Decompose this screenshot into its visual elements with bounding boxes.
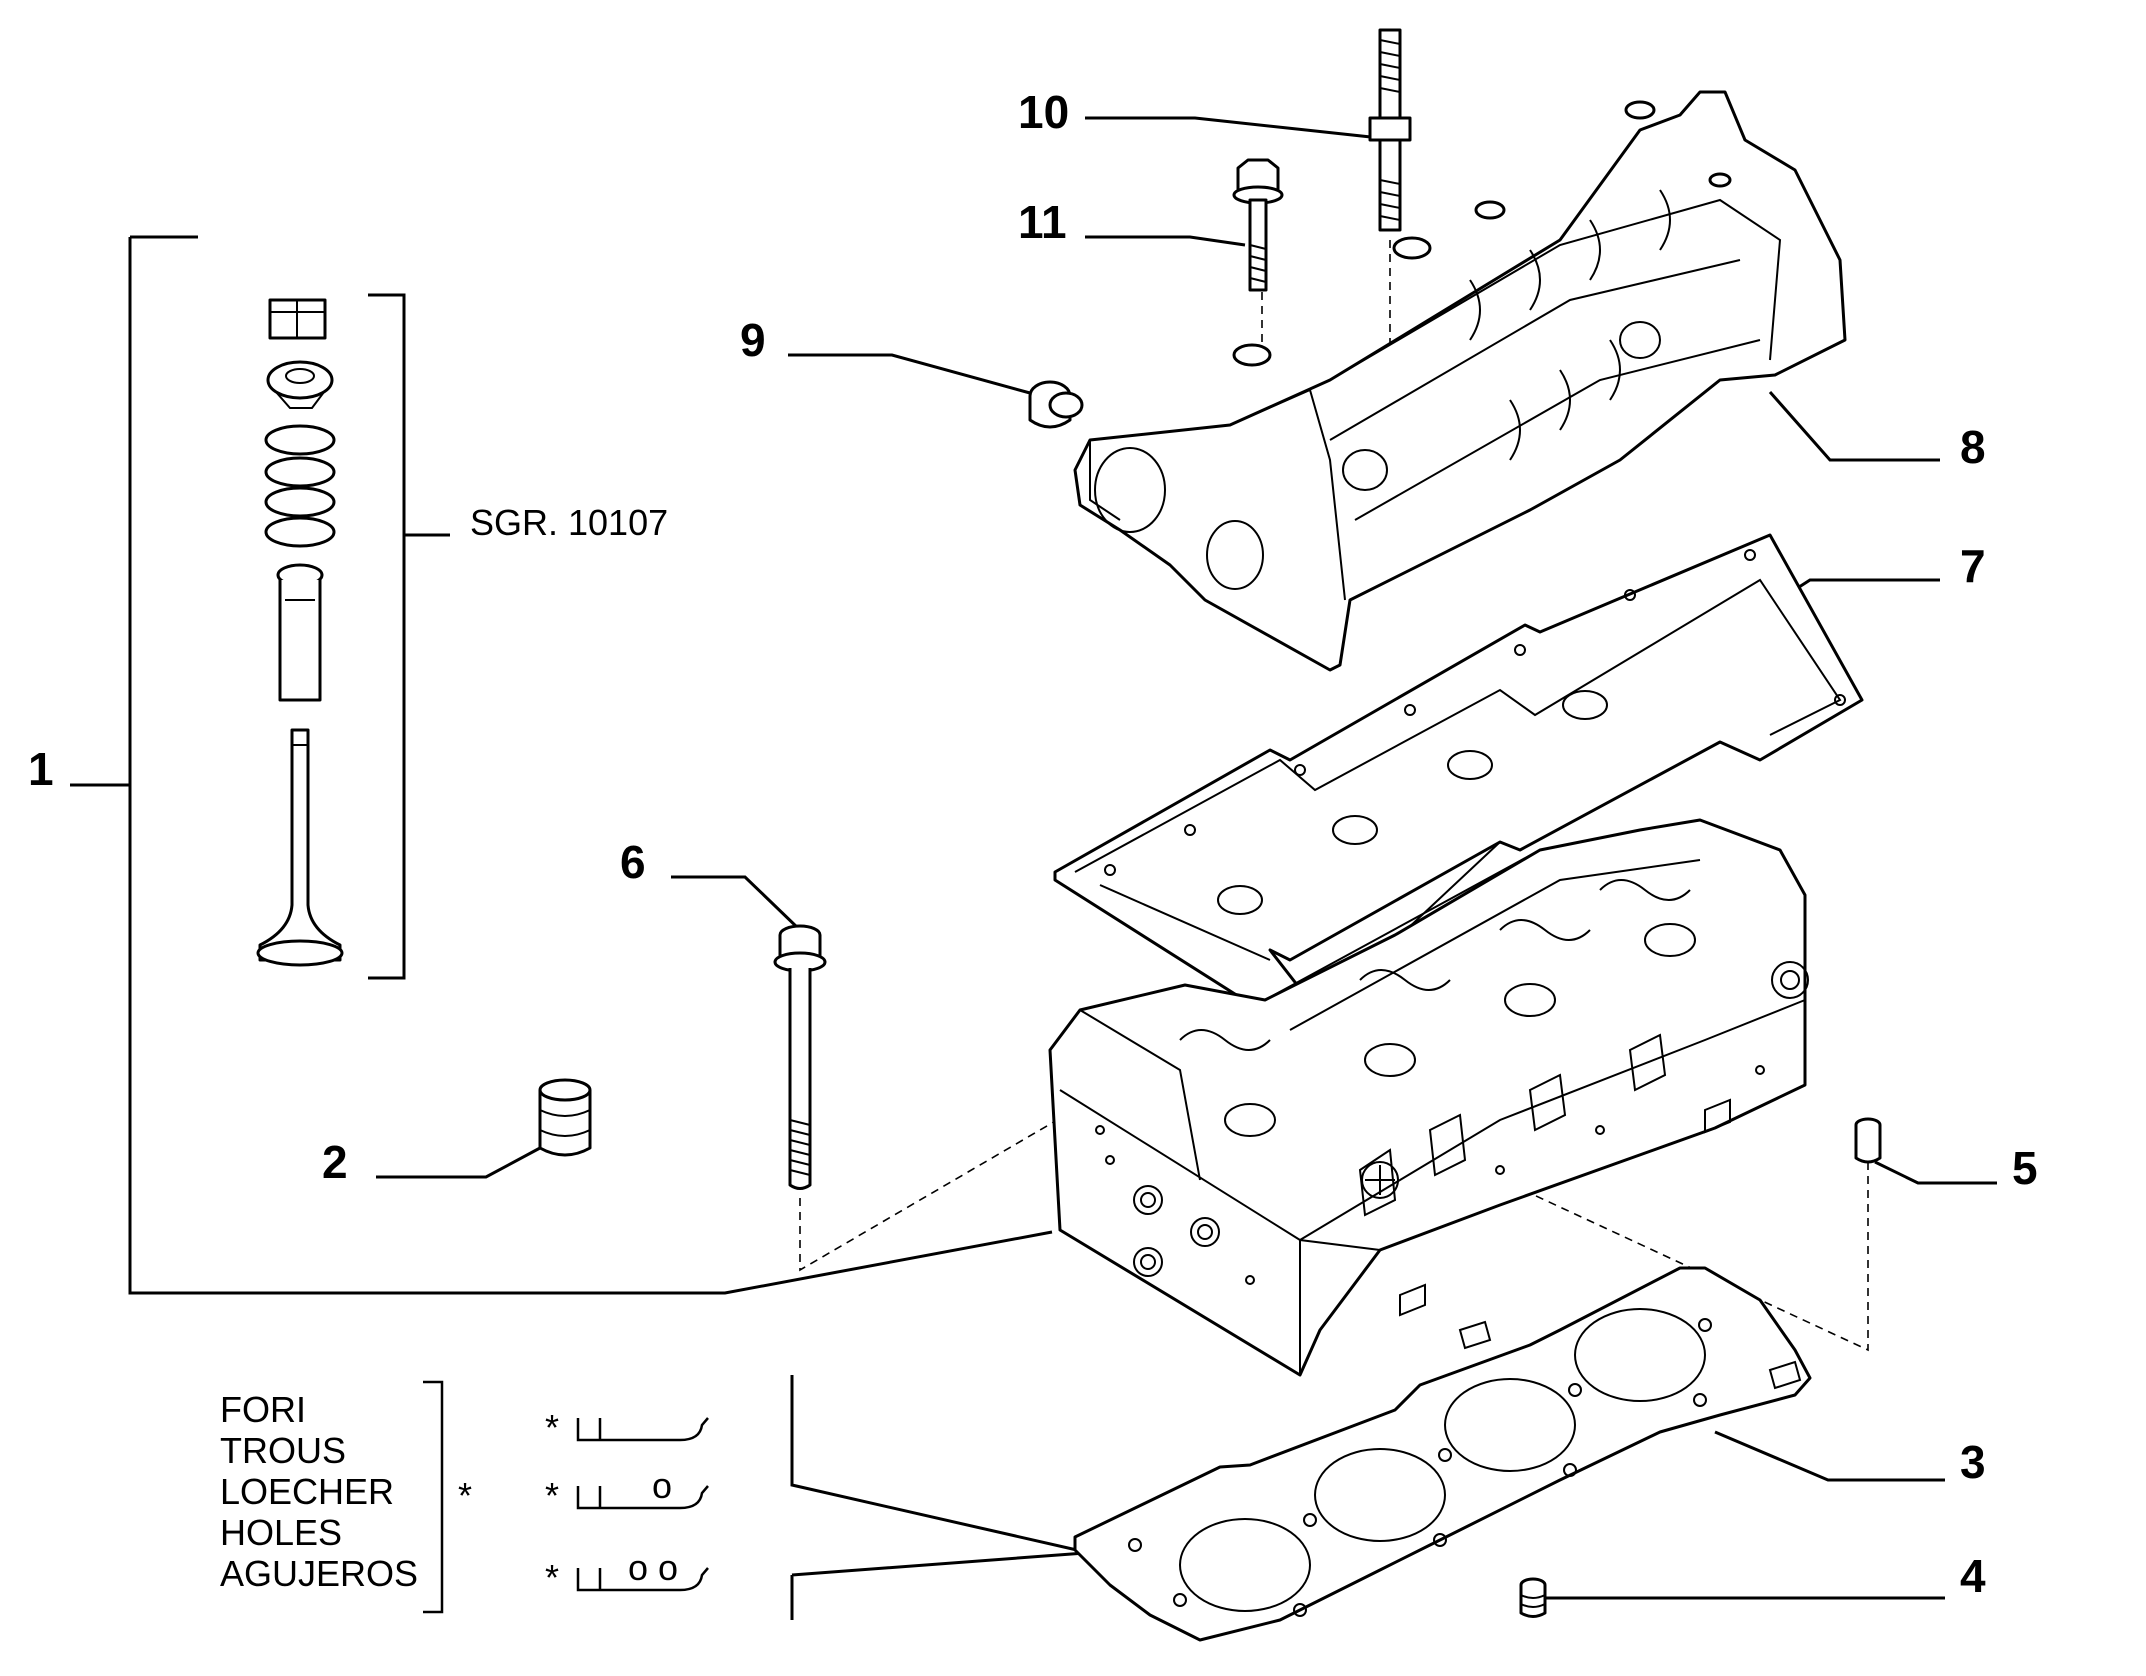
- legend-line-holes: HOLES: [220, 1512, 342, 1553]
- valve-collet-icon: [268, 298, 327, 340]
- callout-3: 3: [1960, 1436, 1986, 1488]
- dowel-pin-5-icon: [1854, 1117, 1882, 1164]
- callout-2: 2: [322, 1136, 348, 1188]
- legend-star-main: *: [458, 1475, 472, 1516]
- callout-1: 1: [28, 743, 54, 795]
- hole-profile-1-icon: [576, 1417, 709, 1442]
- callout-11: 11: [1018, 196, 1067, 248]
- valve-spring-retainer-icon: [266, 360, 334, 409]
- subgroup-label: SGR. 10107: [470, 502, 668, 543]
- flange-bolt-icon: [1232, 158, 1284, 292]
- legend-line-agujeros: AGUJEROS: [220, 1553, 418, 1594]
- legend-star-1: *: [545, 1407, 559, 1448]
- hole-profile-2-icon: [576, 1485, 709, 1510]
- callout-7: 7: [1960, 540, 1986, 592]
- valve-guide-icon: [276, 563, 324, 702]
- dowel-pin-4-icon: [1519, 1577, 1547, 1618]
- legend-star-2: *: [545, 1475, 559, 1516]
- legend-line-trous: TROUS: [220, 1430, 346, 1471]
- leader-lines: [70, 116, 1997, 1620]
- callout-9: 9: [740, 314, 766, 366]
- callout-8: 8: [1960, 421, 1986, 473]
- tappet-icon: [538, 1078, 592, 1157]
- head-gasket-icon: [1073, 1266, 1812, 1642]
- cylinder-head-icon: [1048, 818, 1809, 1377]
- legend-line-fori: FORI: [220, 1389, 306, 1430]
- hole-profile-3-icon: [576, 1567, 709, 1592]
- stud-icon: [1368, 28, 1412, 232]
- hole-mark-2: o: [652, 1465, 672, 1506]
- holes-legend: FORI TROUS LOECHER HOLES AGUJEROS * * * …: [220, 1380, 709, 1614]
- head-bolt-icon: [773, 924, 827, 1190]
- valve-spring-icon: [264, 424, 336, 548]
- plug-icon: [1028, 380, 1084, 429]
- callout-10: 10: [1018, 86, 1069, 138]
- callout-5: 5: [2012, 1142, 2038, 1194]
- hole-mark-3: o o: [628, 1547, 678, 1588]
- legend-line-loecher: LOECHER: [220, 1471, 394, 1512]
- legend-star-3: *: [545, 1557, 559, 1598]
- camshaft-carrier-icon: [1073, 90, 1847, 672]
- valve-icon: [256, 728, 344, 967]
- callout-4: 4: [1960, 1550, 1986, 1602]
- callout-6: 6: [620, 836, 646, 888]
